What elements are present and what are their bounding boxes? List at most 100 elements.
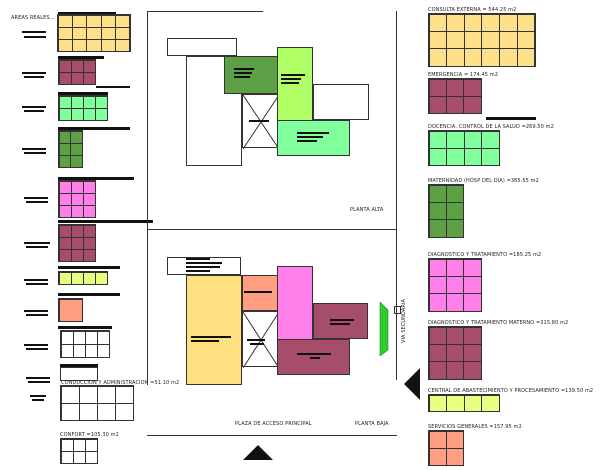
label-bar xyxy=(22,31,46,33)
label-bar xyxy=(186,258,210,260)
label-bar xyxy=(26,348,48,350)
label-bar xyxy=(24,279,48,281)
legend-swatch xyxy=(60,367,98,381)
label-bar xyxy=(247,339,265,341)
label-bar xyxy=(22,72,46,74)
legend-swatch-grid xyxy=(428,430,464,466)
legend-swatch-grid xyxy=(58,224,96,262)
legend-swatch-grid xyxy=(58,130,83,168)
label-bar xyxy=(26,201,48,203)
label-bar xyxy=(24,197,48,199)
servicios-generales-label: SERVICIOS GENERALES =157.95 m2 xyxy=(428,424,522,430)
label-bar xyxy=(234,72,252,74)
label-bar xyxy=(281,74,305,76)
upper-circulation xyxy=(242,94,280,150)
label-bar xyxy=(281,82,299,84)
label-bar xyxy=(297,140,317,142)
legend-swatch-grid xyxy=(60,330,110,358)
label-bar xyxy=(26,246,48,248)
diagnostico-label: DIAGNOSTICO Y TRATAMIENTO =185.25 m2 xyxy=(428,252,542,258)
legend-swatch-grid xyxy=(58,180,96,218)
label-bar xyxy=(244,291,272,293)
legend-swatch-grid xyxy=(428,326,482,380)
plaza-acceso-label: PLAZA DE ACCESO PRINCIPAL xyxy=(235,421,312,427)
left-legend-title: AREAS REALES... xyxy=(11,15,55,21)
plan-lower-left-line xyxy=(147,230,148,385)
plan-lower-right-line xyxy=(396,230,397,380)
legend-swatch-grid xyxy=(428,258,482,312)
label-bar xyxy=(24,242,50,244)
legend-swatch-grid xyxy=(57,14,131,52)
label-bar xyxy=(58,92,108,95)
upper-block-light-green-tall xyxy=(277,47,313,121)
label-bar xyxy=(96,86,130,88)
central-abastecimiento-label: CENTRAL DE ABASTECIMIENTO Y PROCESAMIENT… xyxy=(428,388,594,394)
legend-swatch-grid xyxy=(58,298,83,322)
confort-area-label: CONFORT =105.30 m2 xyxy=(60,432,119,438)
label-bar xyxy=(22,106,46,108)
label-bar xyxy=(58,293,120,296)
legend-swatch-grid xyxy=(60,438,98,464)
lower-block-yellow xyxy=(186,275,242,385)
via-secundaria-label: VIA SECUNDARIA xyxy=(401,298,408,344)
maternidad-label: MATERNIDAD (HOSP DEL DIA) =365.55 m2 xyxy=(428,178,539,184)
label-bar xyxy=(58,220,153,223)
plan-top-line xyxy=(147,11,263,12)
label-bar xyxy=(310,357,320,359)
label-bar xyxy=(58,12,116,15)
label-bar xyxy=(24,36,46,38)
label-bar xyxy=(58,177,134,180)
legend-swatch-grid xyxy=(58,271,108,285)
legend-swatch-grid xyxy=(60,385,134,421)
label-bar xyxy=(234,68,254,70)
legend-swatch-grid xyxy=(428,394,500,412)
label-bar xyxy=(234,76,250,78)
admin-area-label: CONDUCCION Y ADMINISTRACION =51.10 m2 xyxy=(61,380,180,386)
circulation-cross-icon xyxy=(242,94,280,150)
plan-upper-frame xyxy=(147,11,397,230)
label-bar xyxy=(30,395,46,397)
label-bar xyxy=(186,270,210,272)
upper-block-light-green xyxy=(277,120,350,156)
legend-swatch-grid xyxy=(428,184,464,238)
label-bar xyxy=(24,152,46,154)
label-bar xyxy=(24,344,48,346)
docencia-label: DOCENCIA, CONTROL DE LA SALUD =269.50 m2 xyxy=(428,124,554,130)
label-bar xyxy=(24,310,48,312)
access-ramp-shape xyxy=(379,302,389,356)
legend-swatch-grid xyxy=(58,59,96,85)
label-bar xyxy=(60,364,98,367)
legend-swatch-grid xyxy=(428,78,482,114)
label-bar xyxy=(26,377,50,379)
label-bar xyxy=(24,76,44,78)
label-bar xyxy=(191,340,219,342)
label-bar xyxy=(249,120,269,122)
diagnostico-materno-label: DIAGNOSTICO Y TRATAMIENTO MATERNO =315.8… xyxy=(428,320,569,326)
planta-baja-label: PLANTA BAJA xyxy=(355,421,389,427)
label-bar xyxy=(26,314,48,316)
lower-block-maroon-right xyxy=(313,303,368,339)
label-bar xyxy=(58,127,130,130)
legend-swatch-grid xyxy=(428,130,500,166)
label-bar xyxy=(28,381,50,383)
lower-block-salmon xyxy=(242,275,278,311)
legend-swatch-grid xyxy=(428,13,536,67)
consulta-externa-label: CONSULTA EXTERNA = 544.25 m2 xyxy=(428,7,517,13)
label-bar xyxy=(297,132,329,134)
upper-block-white-right xyxy=(313,84,369,120)
upper-block-white-top xyxy=(167,38,237,56)
main-entrance-arrow-icon xyxy=(243,445,273,460)
label-bar xyxy=(281,78,301,80)
label-bar xyxy=(486,117,536,120)
label-bar xyxy=(186,262,222,264)
access-arrow-icon xyxy=(404,368,420,400)
label-bar xyxy=(330,319,354,321)
plan-bottom-line xyxy=(147,435,397,436)
emergencia-label: EMERGENCIA = 174.45 m2 xyxy=(428,72,498,78)
planta-alta-label: PLANTA ALTA xyxy=(350,207,384,213)
label-bar xyxy=(297,136,323,138)
label-bar xyxy=(297,353,331,355)
label-bar xyxy=(250,343,264,345)
label-bar xyxy=(58,266,120,269)
label-bar xyxy=(24,110,44,112)
